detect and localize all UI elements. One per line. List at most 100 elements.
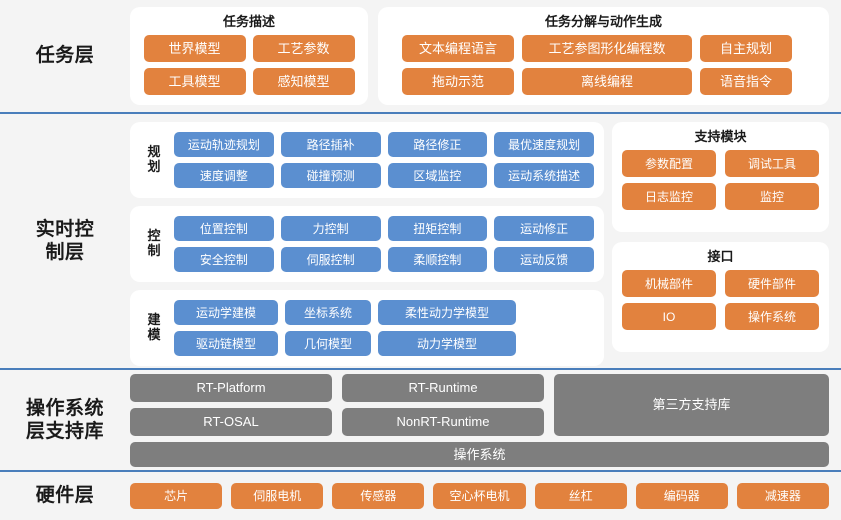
group-planning: 规 划 运动轨迹规划 路径插补 路径修正 最优速度规划 速度调整 碰撞预测 区域… xyxy=(130,122,604,198)
chip-parameter-configuration[interactable]: 参数配置 xyxy=(622,150,716,178)
chip-motion-system-description[interactable]: 运动系统描述 xyxy=(494,163,594,188)
chip-io[interactable]: IO xyxy=(622,303,716,331)
chip-drive-chain-model[interactable]: 驱动链模型 xyxy=(174,331,278,356)
card-interface-title: 接口 xyxy=(707,249,734,264)
layer-task: 任务层 任务描述 世界模型 工艺参数 工具模型 感知模型 任务分解与动作生成 文… xyxy=(0,0,841,112)
os-column-platform: RT-Platform RT-OSAL xyxy=(130,373,332,436)
card-task-decomposition-title: 任务分解与动作生成 xyxy=(544,14,662,29)
layer-realtime-control: 实时控 制层 规 划 运动轨迹规划 路径插补 路径修正 最优速度规划 速度调 xyxy=(0,112,841,368)
chip-offline-programming[interactable]: 离线编程 xyxy=(522,68,692,96)
chip-rt-runtime[interactable]: RT-Runtime xyxy=(342,373,544,402)
layer-realtime-control-body: 规 划 运动轨迹规划 路径插补 路径修正 最优速度规划 速度调整 碰撞预测 区域… xyxy=(130,114,841,368)
chip-lead-screw[interactable]: 丝杠 xyxy=(534,483,627,509)
chip-process-parameters[interactable]: 工艺参数 xyxy=(252,35,355,63)
chip-dynamics-model[interactable]: 动力学模型 xyxy=(378,331,516,356)
chip-third-party-library[interactable]: 第三方支持库 xyxy=(554,373,829,436)
group-modelling-label: 建 模 xyxy=(147,312,161,342)
modelling-row-1: 运动学建模 坐标系统 柔性动力学模型 xyxy=(174,300,594,325)
realtime-groups-column: 规 划 运动轨迹规划 路径插补 路径修正 最优速度规划 速度调整 碰撞预测 区域… xyxy=(130,122,604,366)
os-bottom-row: 操作系统 xyxy=(130,441,829,467)
chip-area-monitoring[interactable]: 区域监控 xyxy=(387,163,488,188)
support-row-2: 日志监控 监控 xyxy=(622,183,819,211)
chip-kinematic-modelling[interactable]: 运动学建模 xyxy=(174,300,278,325)
layer-realtime-control-title: 实时控 制层 xyxy=(35,218,95,263)
card-task-decomposition: 任务分解与动作生成 文本编程语言 工艺参图形化编程数 自主规划 拖动示范 离线编… xyxy=(378,7,829,105)
chip-torque-control[interactable]: 扭矩控制 xyxy=(387,216,488,241)
chip-speed-adjustment[interactable]: 速度调整 xyxy=(174,163,274,188)
chip-rt-osal[interactable]: RT-OSAL xyxy=(130,407,332,436)
chip-voice-command[interactable]: 语音指令 xyxy=(700,68,792,96)
card-support-modules: 支持模块 参数配置 调试工具 日志监控 监控 xyxy=(612,122,829,232)
control-row-2: 安全控制 伺服控制 柔顺控制 运动反馈 xyxy=(174,247,594,272)
group-modelling: 建 模 运动学建模 坐标系统 柔性动力学模型 驱动链模型 几何模型 动力学模型 xyxy=(130,290,604,366)
chip-motion-feedback[interactable]: 运动反馈 xyxy=(494,247,594,272)
modelling-row-2: 驱动链模型 几何模型 动力学模型 xyxy=(174,331,594,356)
card-task-description: 任务描述 世界模型 工艺参数 工具模型 感知模型 xyxy=(130,7,368,105)
chip-optimal-speed-planning[interactable]: 最优速度规划 xyxy=(494,132,594,157)
task-decomposition-row-1: 文本编程语言 工艺参图形化编程数 自主规划 xyxy=(388,35,819,63)
chip-tool-model[interactable]: 工具模型 xyxy=(143,68,246,96)
layer-task-title: 任务层 xyxy=(35,45,95,67)
chip-text-programming-language[interactable]: 文本编程语言 xyxy=(402,35,514,63)
chip-rt-platform[interactable]: RT-Platform xyxy=(130,373,332,402)
layer-os-support: 操作系统 层支持库 RT-Platform RT-OSAL RT-Runtime… xyxy=(0,368,841,470)
planning-row-2: 速度调整 碰撞预测 区域监控 运动系统描述 xyxy=(174,163,594,188)
chip-perception-model[interactable]: 感知模型 xyxy=(252,68,355,96)
chip-log-monitoring[interactable]: 日志监控 xyxy=(622,183,716,211)
chip-sensor[interactable]: 传感器 xyxy=(332,483,425,509)
planning-row-1: 运动轨迹规划 路径插补 路径修正 最优速度规划 xyxy=(174,132,594,157)
interface-row-2: IO 操作系统 xyxy=(622,303,819,331)
chip-force-control[interactable]: 力控制 xyxy=(280,216,381,241)
group-control-grid: 位置控制 力控制 扭矩控制 运动修正 安全控制 伺服控制 柔顺控制 运动反馈 xyxy=(174,216,594,272)
chip-path-interpolation[interactable]: 路径插补 xyxy=(280,132,381,157)
chip-operating-system-interface[interactable]: 操作系统 xyxy=(725,303,819,331)
support-row-1: 参数配置 调试工具 xyxy=(622,150,819,178)
chip-reducer[interactable]: 减速器 xyxy=(736,483,829,509)
chip-drag-demonstration[interactable]: 拖动示范 xyxy=(402,68,514,96)
control-row-1: 位置控制 力控制 扭矩控制 运动修正 xyxy=(174,216,594,241)
chip-encoder[interactable]: 编码器 xyxy=(635,483,728,509)
chip-safety-control[interactable]: 安全控制 xyxy=(174,247,274,272)
card-interface: 接口 机械部件 硬件部件 IO 操作系统 xyxy=(612,242,829,352)
chip-motion-correction[interactable]: 运动修正 xyxy=(494,216,594,241)
layer-hardware-body: 芯片 伺服电机 传感器 空心杯电机 丝杠 编码器 减速器 xyxy=(130,472,841,520)
chip-monitoring[interactable]: 监控 xyxy=(725,183,819,211)
task-description-row-2: 工具模型 感知模型 xyxy=(140,68,358,96)
chip-servo-control[interactable]: 伺服控制 xyxy=(280,247,381,272)
os-top-row: RT-Platform RT-OSAL RT-Runtime NonRT-Run… xyxy=(130,373,829,436)
chip-mechanical-component[interactable]: 机械部件 xyxy=(622,270,716,298)
chip-debugging-tool[interactable]: 调试工具 xyxy=(725,150,819,178)
chip-world-model[interactable]: 世界模型 xyxy=(143,35,246,63)
chip-compliance-control[interactable]: 柔顺控制 xyxy=(387,247,488,272)
layer-os-support-title: 操作系统 层支持库 xyxy=(25,397,104,442)
chip-hardware-component[interactable]: 硬件部件 xyxy=(725,270,819,298)
card-support-modules-title: 支持模块 xyxy=(694,129,747,144)
layer-task-body: 任务描述 世界模型 工艺参数 工具模型 感知模型 任务分解与动作生成 文本编程语… xyxy=(130,0,841,112)
chip-path-correction[interactable]: 路径修正 xyxy=(387,132,488,157)
chip-servo-motor[interactable]: 伺服电机 xyxy=(231,483,324,509)
interface-row-1: 机械部件 硬件部件 xyxy=(622,270,819,298)
chip-graphical-programming[interactable]: 工艺参图形化编程数 xyxy=(522,35,692,63)
group-planning-grid: 运动轨迹规划 路径插补 路径修正 最优速度规划 速度调整 碰撞预测 区域监控 运… xyxy=(174,132,594,188)
chip-autonomous-planning[interactable]: 自主规划 xyxy=(700,35,792,63)
chip-operating-system[interactable]: 操作系统 xyxy=(130,441,829,467)
chip-flexible-dynamics-model[interactable]: 柔性动力学模型 xyxy=(378,300,516,325)
chip-coordinate-system[interactable]: 坐标系统 xyxy=(285,300,371,325)
layer-hardware: 硬件层 芯片 伺服电机 传感器 空心杯电机 丝杠 编码器 减速器 xyxy=(0,470,841,520)
task-decomposition-row-2: 拖动示范 离线编程 语音指令 xyxy=(388,68,819,96)
chip-nonrt-runtime[interactable]: NonRT-Runtime xyxy=(342,407,544,436)
card-task-description-title: 任务描述 xyxy=(222,14,275,29)
os-column-runtime: RT-Runtime NonRT-Runtime xyxy=(342,373,544,436)
layer-os-support-body: RT-Platform RT-OSAL RT-Runtime NonRT-Run… xyxy=(130,370,841,470)
chip-motion-trajectory-planning[interactable]: 运动轨迹规划 xyxy=(174,132,274,157)
group-modelling-grid: 运动学建模 坐标系统 柔性动力学模型 驱动链模型 几何模型 动力学模型 xyxy=(174,300,594,356)
chip-coreless-motor[interactable]: 空心杯电机 xyxy=(433,483,526,509)
os-column-third-party: 第三方支持库 xyxy=(554,373,829,436)
group-control-label: 控 制 xyxy=(147,228,161,258)
chip-chip[interactable]: 芯片 xyxy=(130,483,223,509)
layer-hardware-title: 硬件层 xyxy=(35,485,95,507)
chip-geometric-model[interactable]: 几何模型 xyxy=(285,331,371,356)
chip-collision-prediction[interactable]: 碰撞预测 xyxy=(280,163,381,188)
chip-position-control[interactable]: 位置控制 xyxy=(174,216,274,241)
